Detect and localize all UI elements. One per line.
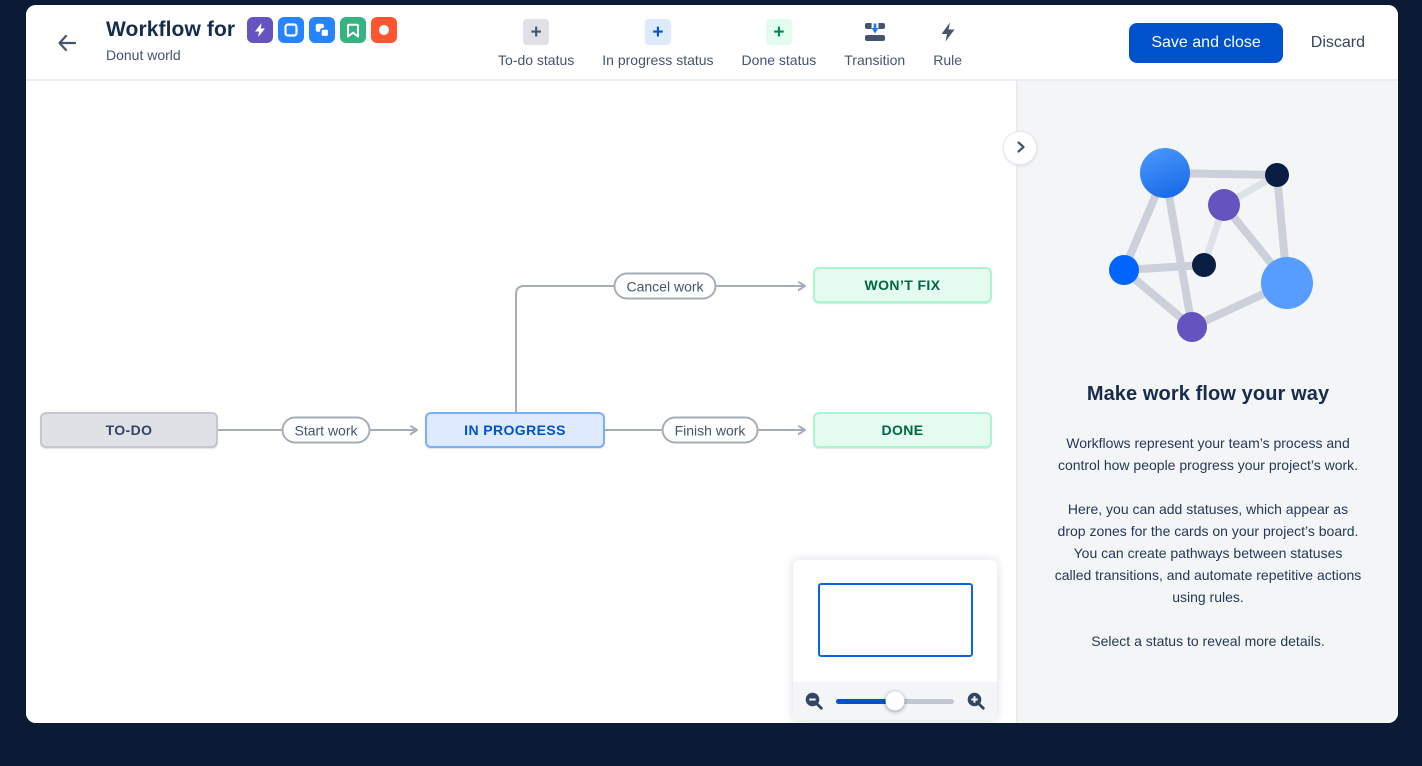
toolbar-item-done-status[interactable]: + Done status	[741, 19, 817, 68]
zoom-slider-thumb[interactable]	[885, 691, 905, 711]
transition-start-work[interactable]: Start work	[281, 416, 371, 444]
sidebar-paragraph: Workflows represent your team’s process …	[1057, 435, 1359, 473]
add-todo-status-icon: +	[523, 19, 550, 45]
toolbar-label: In progress status	[602, 52, 714, 68]
add-done-status-icon: +	[765, 19, 792, 45]
header-actions: Save and close Discard	[1129, 23, 1365, 63]
subtask-icon	[309, 17, 336, 43]
task-icon	[278, 17, 305, 43]
toolbar-label: Done status	[741, 52, 817, 68]
transition-cancel-work[interactable]: Cancel work	[613, 272, 717, 300]
workflow-editor-window: Workflow for	[26, 5, 1398, 723]
status-node-in-progress[interactable]: IN PROGRESS	[425, 412, 605, 448]
toolbar-label: Rule	[933, 52, 963, 68]
title-block: Workflow for	[106, 17, 398, 63]
zoom-out-icon	[805, 692, 823, 710]
toolbar-item-transition[interactable]: Transition	[844, 19, 905, 68]
zoom-in-icon	[967, 692, 985, 710]
minimap-panel	[793, 560, 997, 720]
status-node-wont-fix[interactable]: WON’T FIX	[813, 267, 992, 303]
transition-finish-work[interactable]: Finish work	[661, 416, 759, 444]
back-button[interactable]	[52, 29, 82, 59]
status-toolbar: + To-do status + In progress status + Do…	[498, 19, 962, 68]
transition-icon	[862, 19, 888, 45]
content-area: TO-DO IN PROGRESS DONE WON’T FIX Start w…	[26, 81, 1398, 723]
sidebar-paragraph: Select a status to reveal more details.	[1091, 633, 1325, 649]
status-node-todo[interactable]: TO-DO	[40, 412, 218, 448]
minimap-viewport[interactable]	[818, 583, 973, 657]
sidebar-heading: Make work flow your way	[1086, 383, 1330, 405]
back-arrow-icon	[55, 31, 79, 58]
issue-type-icons	[247, 17, 398, 43]
toolbar-item-inprogress-status[interactable]: + In progress status	[602, 19, 714, 68]
rule-lightning-icon	[935, 19, 961, 45]
save-and-close-button[interactable]: Save and close	[1129, 23, 1283, 63]
sidebar-paragraph: Here, you can add statuses, which appear…	[1054, 501, 1362, 605]
zoom-slider[interactable]	[836, 691, 954, 711]
page-title: Workflow for	[106, 18, 236, 41]
sidebar-text-block: Make work flow your way Workflows repres…	[1018, 383, 1398, 674]
toolbar-item-rule[interactable]: Rule	[933, 19, 962, 68]
add-inprogress-status-icon: +	[644, 19, 671, 45]
toolbar-label: To-do status	[498, 52, 575, 68]
zoom-out-button[interactable]	[802, 689, 826, 713]
status-node-done[interactable]: DONE	[813, 412, 992, 448]
header: Workflow for	[26, 5, 1398, 81]
info-sidebar: Make work flow your way Workflows repres…	[1016, 81, 1398, 723]
epic-icon	[247, 17, 274, 43]
network-graph-illustration	[1109, 148, 1313, 342]
project-name: Donut world	[106, 47, 181, 63]
bug-icon	[371, 17, 398, 43]
discard-button[interactable]: Discard	[1310, 34, 1365, 51]
zoom-slider-fill	[836, 698, 895, 704]
story-icon	[340, 17, 367, 43]
toolbar-label: Transition	[844, 52, 906, 68]
sidebar-collapse-button[interactable]	[1003, 131, 1037, 165]
zoom-in-button[interactable]	[964, 689, 988, 713]
toolbar-item-todo-status[interactable]: + To-do status	[498, 19, 574, 68]
zoom-control-bar	[793, 682, 997, 720]
chevron-right-icon	[1009, 136, 1031, 161]
workflow-canvas[interactable]: TO-DO IN PROGRESS DONE WON’T FIX Start w…	[26, 81, 1016, 723]
